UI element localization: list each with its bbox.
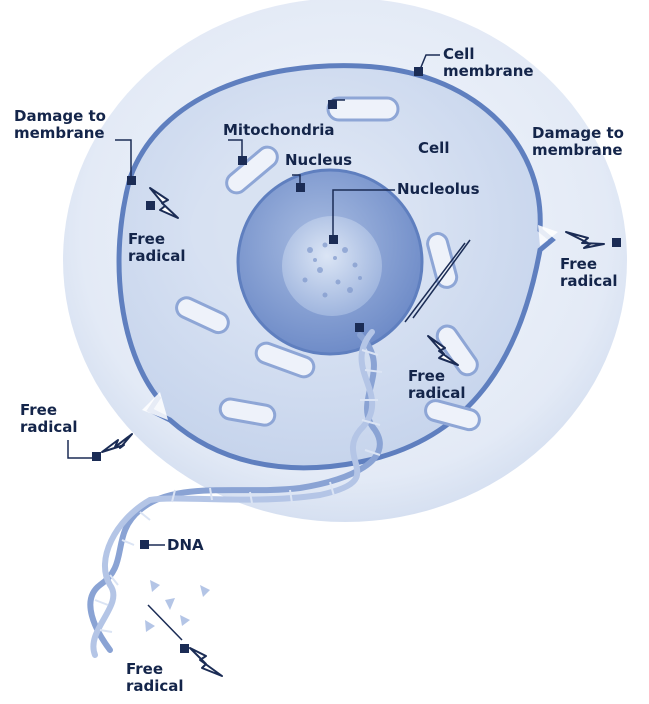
lightning-bolt-icon: [190, 648, 222, 676]
free-radical-label: Free radical: [408, 368, 466, 402]
mitochondrion: [328, 98, 398, 120]
free-radical-label: Free radical: [20, 402, 78, 436]
mitochondria-label: Mitochondria: [223, 122, 335, 139]
lightning-bolt-icon: [102, 434, 132, 452]
cell-membrane-label: Cell membrane: [443, 46, 534, 80]
cell-label: Cell: [418, 140, 449, 157]
radical-ray: [148, 605, 182, 640]
free-radical-label: Free radical: [126, 661, 184, 695]
nucleolus: [282, 216, 382, 316]
dna-fragments: [145, 580, 210, 632]
free-radical-label: Free radical: [128, 231, 186, 265]
damage-membrane-left-label: Damage to membrane: [14, 108, 106, 142]
nucleus-label: Nucleus: [285, 152, 352, 169]
free-radical-label: Free radical: [560, 256, 618, 290]
dna-label: DNA: [167, 537, 204, 554]
nucleolus-label: Nucleolus: [397, 181, 480, 198]
damage-membrane-right-label: Damage to membrane: [532, 125, 624, 159]
